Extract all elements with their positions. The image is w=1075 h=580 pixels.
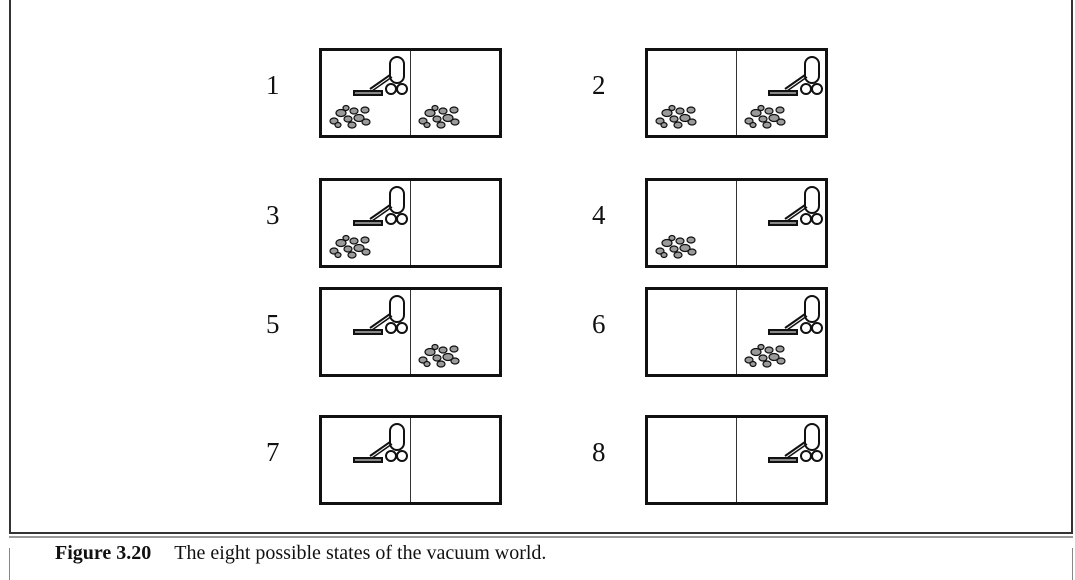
state-8: 8: [592, 415, 932, 505]
right-square: [737, 181, 825, 265]
vacuum-world-grid: [645, 48, 828, 138]
dirt-icon: [328, 233, 372, 259]
vacuum-world-grid: [319, 48, 502, 138]
caption-text: The eight possible states of the vacuum …: [174, 542, 547, 564]
state-1: 1: [266, 48, 606, 138]
figure-frame: [9, 0, 1073, 534]
left-square: [322, 290, 411, 374]
left-square: [322, 51, 411, 135]
right-square: [411, 51, 499, 135]
right-square: [411, 181, 499, 265]
dirt-icon: [654, 233, 698, 259]
state-number: 7: [266, 437, 280, 467]
right-square: [737, 418, 825, 502]
vacuum-world-grid: [319, 287, 502, 377]
state-number: 8: [592, 437, 606, 467]
state-number: 4: [592, 200, 606, 230]
caption-border-left: [9, 548, 10, 580]
dirt-icon: [743, 103, 787, 129]
vacuum-icon: [352, 422, 408, 466]
vacuum-icon: [767, 422, 823, 466]
state-7: 7: [266, 415, 606, 505]
dirt-icon: [654, 103, 698, 129]
figure-caption: Figure 3.20 The eight possible states of…: [55, 542, 546, 565]
left-square: [322, 418, 411, 502]
vacuum-icon: [352, 185, 408, 229]
state-6: 6: [592, 287, 932, 377]
state-4: 4: [592, 178, 932, 268]
state-number: 3: [266, 200, 280, 230]
dirt-icon: [417, 342, 461, 368]
state-5: 5: [266, 287, 606, 377]
vacuum-world-grid: [645, 415, 828, 505]
state-number: 1: [266, 70, 280, 100]
state-3: 3: [266, 178, 606, 268]
right-square: [737, 51, 825, 135]
vacuum-icon: [767, 185, 823, 229]
dirt-icon: [417, 103, 461, 129]
vacuum-icon: [352, 294, 408, 338]
dirt-icon: [743, 342, 787, 368]
state-number: 2: [592, 70, 606, 100]
caption-border-right: [1072, 548, 1073, 580]
left-square: [322, 181, 411, 265]
vacuum-icon: [352, 55, 408, 99]
vacuum-icon: [767, 55, 823, 99]
left-square: [648, 51, 737, 135]
left-square: [648, 418, 737, 502]
vacuum-world-grid: [319, 178, 502, 268]
left-square: [648, 290, 737, 374]
dirt-icon: [328, 103, 372, 129]
right-square: [411, 290, 499, 374]
vacuum-world-grid: [645, 287, 828, 377]
right-square: [737, 290, 825, 374]
left-square: [648, 181, 737, 265]
right-square: [411, 418, 499, 502]
vacuum-world-grid: [319, 415, 502, 505]
caption-label: Figure 3.20: [55, 542, 152, 564]
vacuum-icon: [767, 294, 823, 338]
state-2: 2: [592, 48, 932, 138]
figure-divider: [9, 536, 1073, 538]
vacuum-world-grid: [645, 178, 828, 268]
state-number: 6: [592, 309, 606, 339]
state-number: 5: [266, 309, 280, 339]
